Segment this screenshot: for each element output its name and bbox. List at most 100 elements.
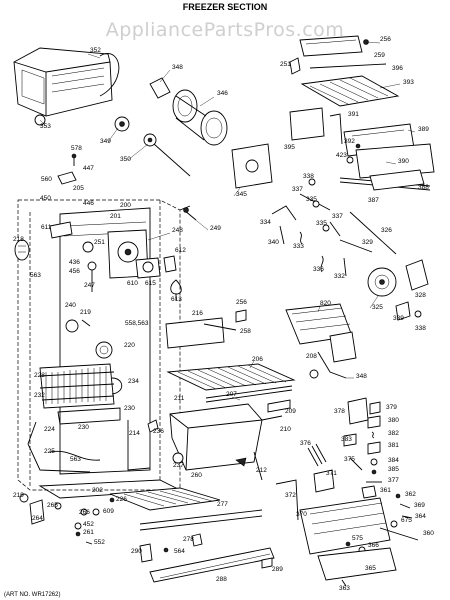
- toe-grille-part-288[interactable]: [149, 547, 275, 583]
- cover-part-380[interactable]: [367, 415, 381, 429]
- clip-part-219[interactable]: [81, 319, 91, 327]
- bracket-part-560[interactable]: [57, 171, 77, 185]
- arm-part-340[interactable]: [279, 225, 285, 245]
- hinge-pin-part-452[interactable]: [74, 522, 82, 530]
- shelf-rail-part-207[interactable]: [205, 385, 293, 403]
- drain-part-247[interactable]: [87, 261, 97, 292]
- panel-part-360[interactable]: [379, 527, 419, 541]
- cap-part-265[interactable]: [54, 502, 62, 510]
- actuator-part-381[interactable]: [367, 441, 381, 455]
- roller-part-237[interactable]: [172, 452, 184, 464]
- fan-motor-part-610[interactable]: [135, 257, 161, 279]
- bushing-part-266[interactable]: [80, 508, 88, 516]
- lever-part-375[interactable]: [349, 457, 363, 471]
- link-arm-part-337b[interactable]: [329, 221, 341, 237]
- bushing-part-335a[interactable]: [312, 200, 320, 208]
- hinge-part-264[interactable]: [29, 499, 45, 525]
- screw-part-364[interactable]: [401, 515, 413, 519]
- light-socket-part-218[interactable]: [14, 239, 30, 261]
- drain-tube-part-225[interactable]: [49, 450, 101, 461]
- clip-part-385[interactable]: [371, 469, 377, 475]
- grommet-part-219b[interactable]: [19, 493, 29, 503]
- screw-part-362[interactable]: [395, 493, 401, 499]
- rod-part-326[interactable]: [349, 211, 397, 255]
- shelf-stop-part-208[interactable]: [309, 369, 319, 379]
- screw-part-249[interactable]: [183, 207, 197, 221]
- base-rail-part-277[interactable]: [139, 509, 263, 531]
- clip-part-278[interactable]: [191, 533, 203, 547]
- harness-part-376[interactable]: [307, 443, 327, 467]
- drive-motor-part-349[interactable]: [114, 116, 130, 132]
- shelf-frame-part-259[interactable]: [299, 35, 363, 57]
- switch-part-379[interactable]: [369, 401, 381, 415]
- motor-cover-part-345[interactable]: [231, 143, 273, 189]
- switch-part-383[interactable]: [343, 433, 357, 447]
- fan-guard-part-220[interactable]: [95, 341, 113, 359]
- shelf-bracket-part-396[interactable]: [309, 63, 387, 69]
- drawer-front-part-390[interactable]: [355, 143, 435, 179]
- screw-part-578[interactable]: [71, 153, 77, 166]
- cover-part-395[interactable]: [289, 107, 325, 141]
- screw-part-338b[interactable]: [414, 310, 422, 318]
- thermostat-part-611[interactable]: [49, 221, 73, 239]
- screw-part-392[interactable]: [355, 143, 361, 149]
- slide-cover-part-216[interactable]: [165, 317, 225, 349]
- slide-part-212[interactable]: [253, 451, 263, 481]
- auger-part-348[interactable]: [149, 77, 171, 99]
- damper-motor-part-325[interactable]: [367, 267, 397, 297]
- screw-part-363[interactable]: [341, 579, 347, 587]
- screw-part-552[interactable]: [85, 541, 93, 545]
- spring-part-382[interactable]: [371, 431, 375, 439]
- drawer-cover-part-391[interactable]: [329, 113, 343, 145]
- clip-part-251b[interactable]: [289, 57, 301, 75]
- clip-part-256[interactable]: [235, 309, 247, 323]
- switch-part-361[interactable]: [361, 485, 377, 499]
- screw-part-564[interactable]: [163, 547, 169, 553]
- bushing-part-335b[interactable]: [322, 224, 330, 232]
- spring-part-384[interactable]: [370, 458, 378, 466]
- drain-heater-part-230[interactable]: [57, 407, 121, 425]
- cover-part-372[interactable]: [275, 479, 299, 521]
- bracket-part-290[interactable]: [139, 543, 153, 563]
- bracket-part-209[interactable]: [267, 399, 291, 413]
- linkage-part-338a[interactable]: [308, 178, 316, 186]
- wire-shelf-part-206[interactable]: [166, 363, 296, 391]
- spring-part-336[interactable]: [320, 255, 324, 273]
- ice-maker-part-820[interactable]: [285, 303, 357, 363]
- liner-part-214[interactable]: [127, 420, 151, 471]
- retainer-part-258[interactable]: [203, 323, 237, 331]
- heater-part-350[interactable]: [143, 133, 191, 177]
- bracket-part-334[interactable]: [271, 205, 297, 221]
- shield-part-240[interactable]: [65, 319, 79, 333]
- dispenser-housing-part-370[interactable]: [299, 497, 391, 555]
- spacer-part-261[interactable]: [75, 531, 81, 537]
- screw-part-575[interactable]: [345, 541, 351, 547]
- bulb-part-251[interactable]: [82, 241, 94, 253]
- base-plate-part-365[interactable]: [317, 547, 397, 581]
- screw-part-609[interactable]: [92, 508, 100, 516]
- fan-blade-part-613[interactable]: [170, 279, 182, 300]
- screw-part-226[interactable]: [109, 497, 115, 503]
- bracket-part-369[interactable]: [399, 503, 411, 509]
- cam-part-423[interactable]: [346, 156, 354, 164]
- solenoid-part-371[interactable]: [313, 469, 335, 493]
- bracket-part-378[interactable]: [347, 397, 369, 425]
- fan-motor-part-346[interactable]: [172, 89, 228, 146]
- clip-part-236[interactable]: [147, 419, 159, 433]
- grommet-part-612[interactable]: [163, 255, 177, 273]
- shelf-grille-part-260[interactable]: [109, 487, 221, 511]
- evaporator-part-228[interactable]: [39, 363, 115, 409]
- ice-bucket-part-352[interactable]: [13, 47, 120, 126]
- damper-part-328[interactable]: [405, 259, 429, 291]
- spring-part-333[interactable]: [299, 231, 303, 245]
- actuator-part-332[interactable]: [343, 257, 347, 277]
- drawer-bin-part-388[interactable]: [369, 169, 425, 191]
- glass-shelf-part-393[interactable]: [300, 75, 400, 107]
- lever-part-329[interactable]: [339, 239, 373, 253]
- support-part-210[interactable]: [261, 415, 283, 421]
- grille-clip-part-289[interactable]: [261, 557, 273, 569]
- actuator-part-675[interactable]: [390, 520, 398, 528]
- heater-part-234[interactable]: [111, 377, 123, 395]
- tube-part-224[interactable]: [27, 421, 91, 473]
- basket-part-211[interactable]: [169, 403, 263, 471]
